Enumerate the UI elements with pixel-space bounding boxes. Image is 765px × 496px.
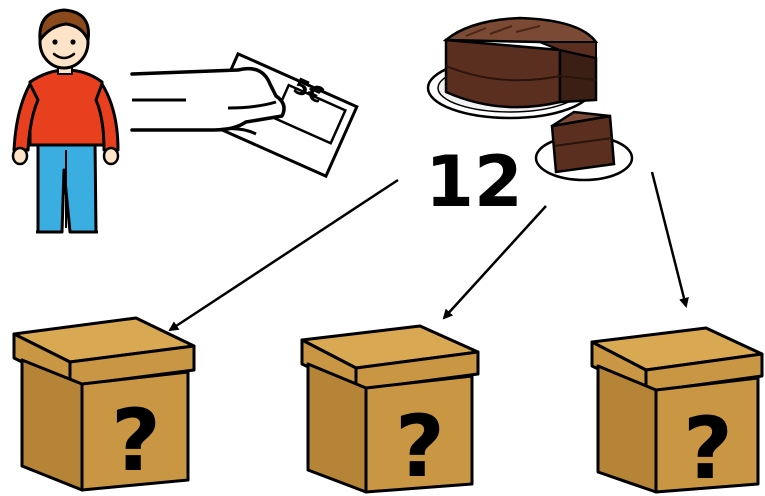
arrow-left-icon: [170, 180, 398, 330]
mystery-box-icon: [592, 328, 762, 492]
pieces-count-label: 12: [425, 141, 522, 223]
hand-with-banknote-icon: [132, 54, 357, 176]
cake-slice-icon: [536, 112, 632, 180]
chocolate-cake-icon: [428, 18, 596, 118]
mystery-box-question-mark: ?: [683, 399, 733, 496]
mystery-box-icon: [302, 326, 478, 492]
arrow-right-icon: [652, 172, 686, 306]
mystery-box-question-mark: ?: [395, 397, 445, 496]
boy-figure-icon: [13, 10, 118, 232]
mystery-box-question-mark: ?: [111, 391, 161, 491]
mystery-box-icon: [14, 318, 194, 490]
